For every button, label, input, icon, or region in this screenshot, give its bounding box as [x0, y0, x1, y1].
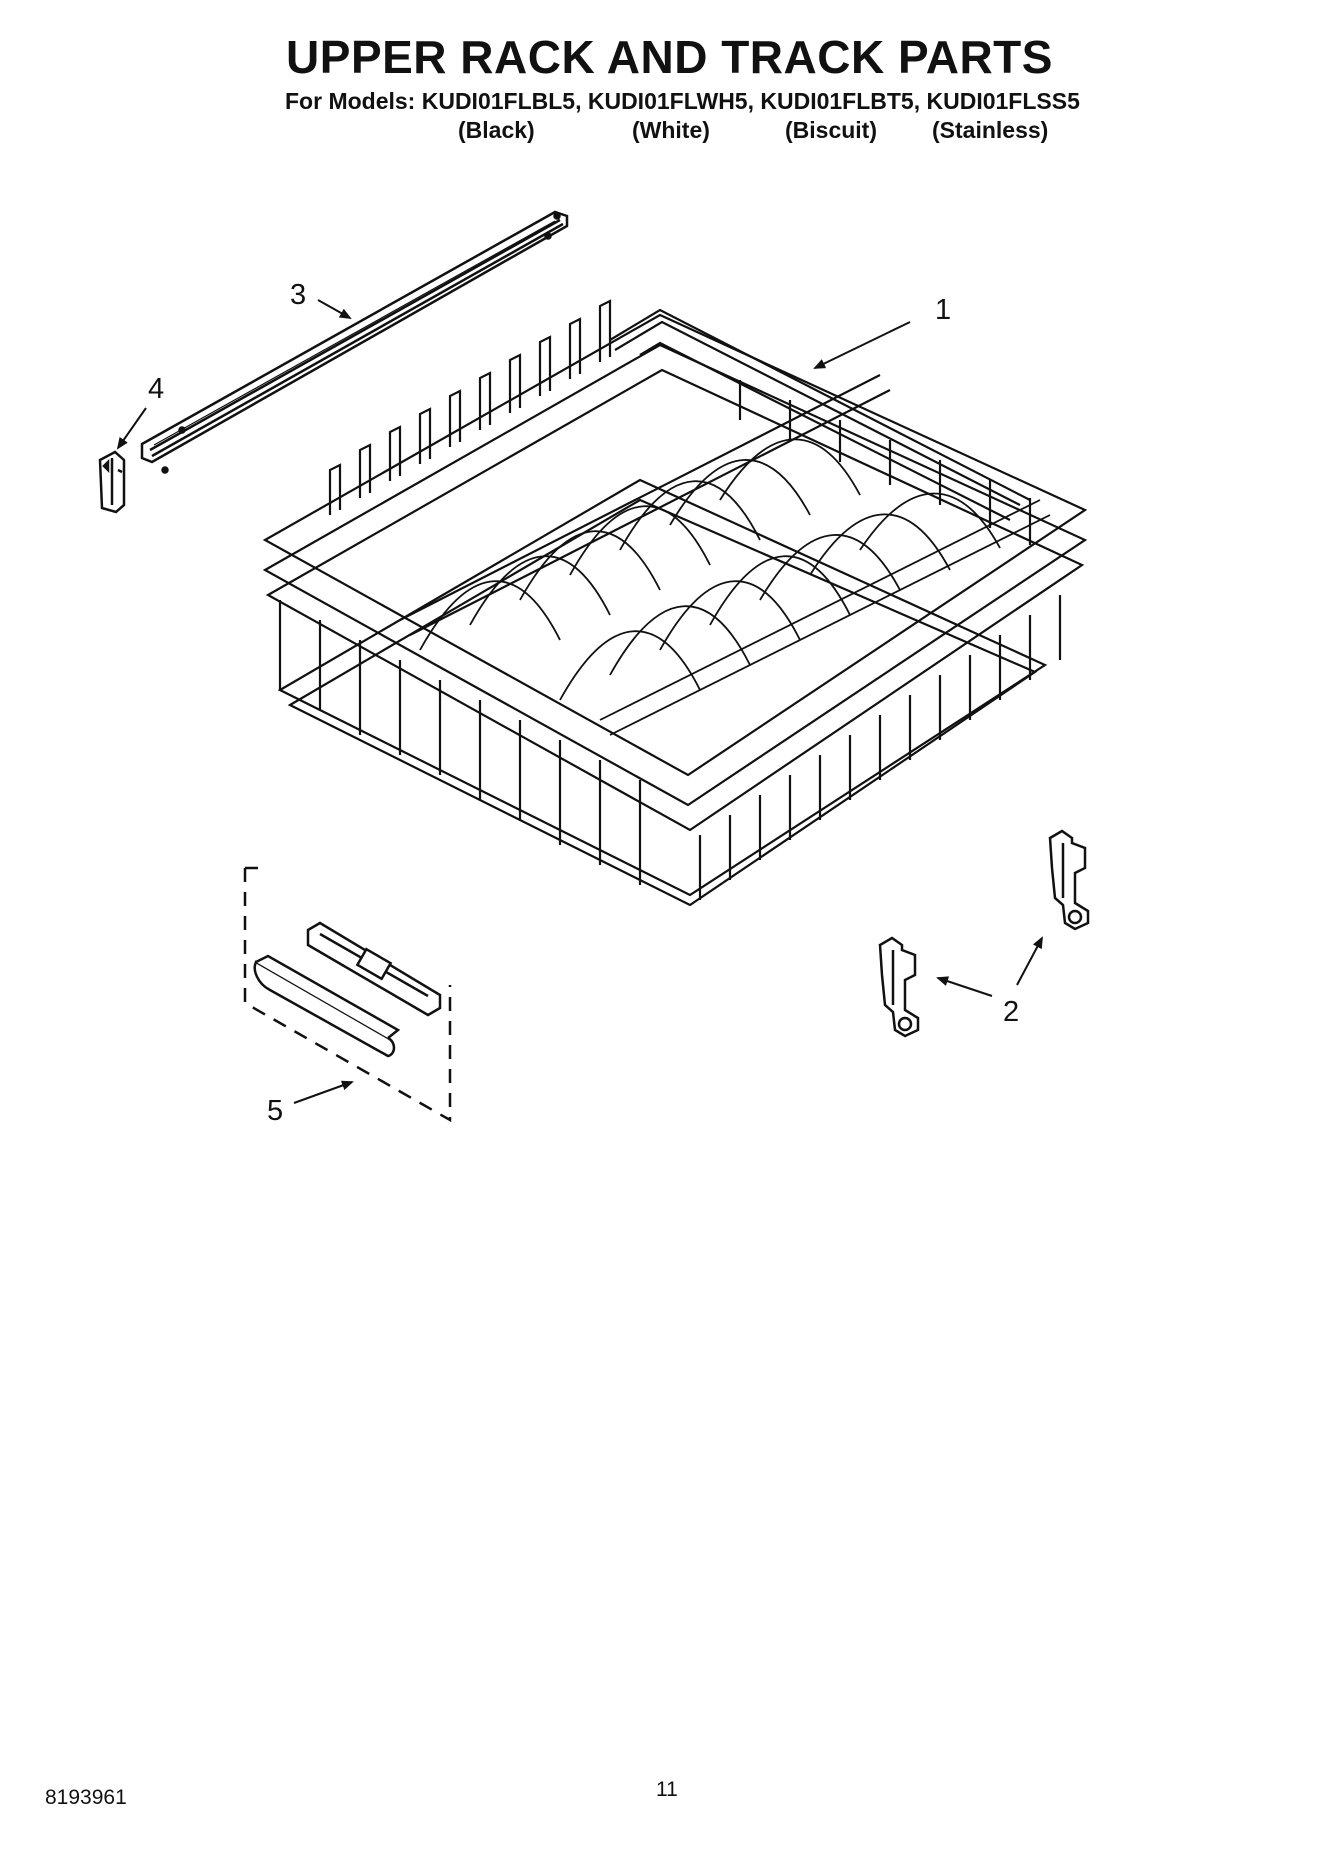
upper-rack-basket-part [262, 299, 1088, 907]
models-line: For Models: KUDI01FLBL5, KUDI01FLWH5, KU… [285, 88, 1080, 114]
callout-label-3: 3 [290, 279, 307, 311]
color-label-biscuit: (Biscuit) [785, 117, 877, 143]
callout-label-1: 1 [935, 294, 952, 326]
track-rail-part [140, 210, 569, 474]
document-code: 8193961 [45, 1786, 127, 1809]
rack-roller-part-rear [1048, 829, 1090, 931]
callout-arrow-1 [813, 321, 911, 369]
color-label-black: (Black) [458, 117, 535, 143]
callout-arrow-4 [116, 407, 147, 450]
track-end-cap-part [98, 450, 126, 514]
rack-roller-part-front [878, 936, 920, 1038]
color-label-stainless: (Stainless) [932, 117, 1049, 143]
callout-arrow-5 [293, 1080, 354, 1104]
callout-label-4: 4 [148, 373, 165, 405]
rack-handle-part [243, 866, 452, 1123]
color-label-white: (White) [632, 117, 710, 143]
page-number: 11 [656, 1778, 678, 1801]
callout-arrows [116, 299, 1043, 1104]
callout-label-5: 5 [267, 1095, 284, 1127]
page-title: UPPER RACK AND TRACK PARTS [286, 31, 1053, 83]
callout-arrow-2b [1016, 936, 1043, 986]
callout-arrow-2a [936, 976, 993, 997]
callout-label-2: 2 [1003, 996, 1020, 1028]
callout-arrow-3 [317, 299, 352, 319]
